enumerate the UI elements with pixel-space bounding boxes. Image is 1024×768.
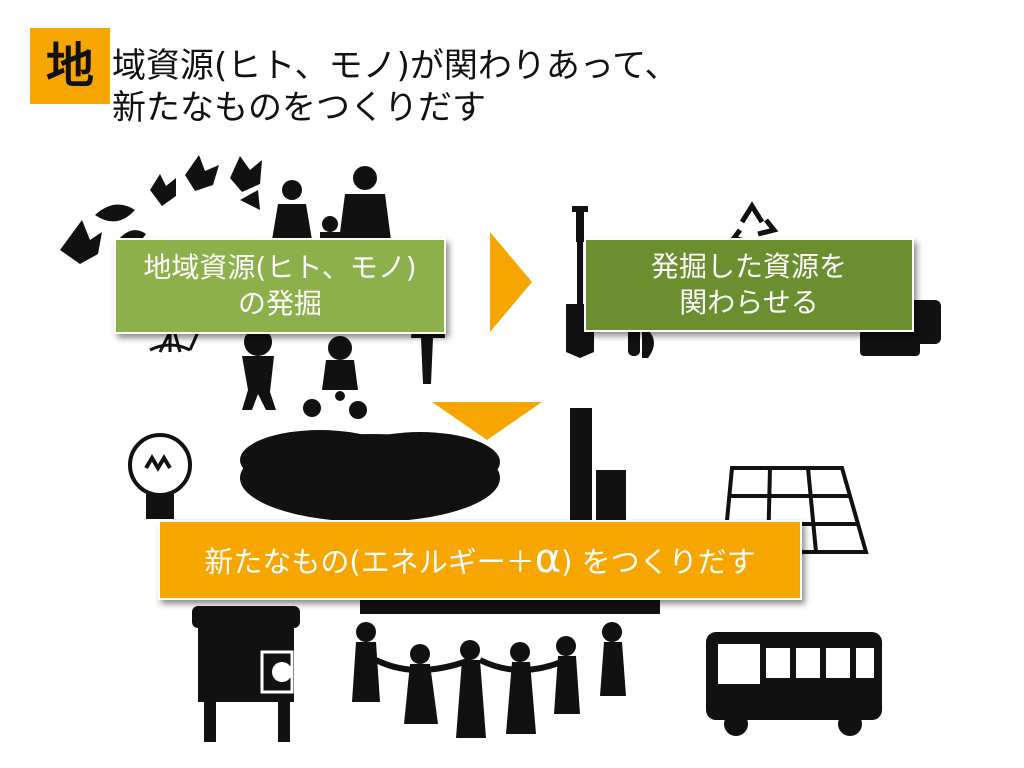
step-box-discover-line-1: 地域資源(ヒト、モノ) bbox=[143, 251, 417, 284]
stove-icon bbox=[192, 606, 300, 742]
page-title-line-1: 域資源(ヒト、モノ)が関わりあって、 bbox=[112, 46, 679, 86]
tree-icon bbox=[240, 430, 500, 522]
light-bulb-icon bbox=[128, 433, 192, 519]
step-box-create-before: 新たなもの(エネルギー＋ bbox=[204, 544, 535, 579]
step-box-discover-line-2: の発掘 bbox=[237, 287, 322, 320]
bus-icon bbox=[706, 632, 882, 736]
people-circle-icon bbox=[352, 600, 660, 738]
arrow-right-icon bbox=[490, 232, 532, 332]
arrow-down-icon bbox=[432, 402, 542, 440]
step-box-connect: 発掘した資源を 関わらせる bbox=[584, 238, 914, 332]
title-badge: 地 bbox=[30, 28, 110, 104]
step-box-connect-line-1: 発掘した資源を bbox=[650, 250, 847, 283]
step-box-create: 新たなもの(エネルギー＋α) をつくりだす bbox=[158, 520, 802, 600]
truck-icon bbox=[628, 300, 941, 358]
step-box-connect-line-2: 関わらせる bbox=[679, 286, 819, 319]
recycle-icon bbox=[729, 201, 779, 245]
chimney-icon bbox=[570, 408, 626, 520]
leaves-icon bbox=[60, 155, 262, 264]
step-box-create-alpha: α bbox=[534, 535, 562, 582]
step-box-create-line: 新たなもの(エネルギー＋α) をつくりだす bbox=[160, 539, 800, 580]
page-title-line-2: 新たなものをつくりだす bbox=[112, 88, 486, 128]
step-box-create-after: ) をつくりだす bbox=[561, 544, 756, 579]
step-box-discover: 地域資源(ヒト、モノ) の発掘 bbox=[114, 238, 446, 334]
